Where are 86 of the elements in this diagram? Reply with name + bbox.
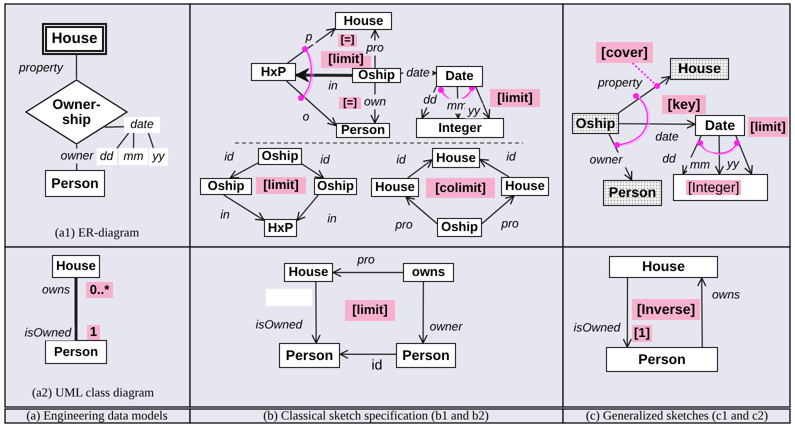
attribute-label: mm [119, 148, 148, 165]
entity-box: owns [403, 263, 454, 282]
entity-box: HxP [251, 63, 296, 81]
arrow [339, 350, 396, 359]
arrow [286, 80, 337, 126]
edge-label: property [594, 76, 646, 90]
entity-box: Oship [352, 68, 401, 83]
constraint-marker: [1] [632, 325, 652, 342]
arrow [475, 86, 490, 119]
caption: (c) Generalized sketches (c1 and c2) [586, 408, 768, 424]
entity-box: House [609, 256, 718, 278]
arrow [735, 136, 753, 175]
entity-box: Oship [314, 178, 357, 195]
entity-box: House [335, 12, 392, 30]
arrow [332, 268, 403, 278]
arrow [622, 278, 632, 348]
arrow [714, 136, 724, 175]
connector-line [632, 62, 655, 84]
entity-box: Person [606, 347, 718, 372]
arrow [230, 162, 258, 179]
arrow [296, 194, 319, 222]
constraint-marker: [limit] [490, 89, 540, 107]
arrow [682, 136, 702, 175]
constraint-marker: 1 [87, 325, 100, 340]
constraint-marker: [limit] [345, 300, 395, 321]
dotted-entity-box: House [670, 58, 729, 80]
entity-box: Date [695, 115, 745, 136]
entity-box: [Integer] [673, 174, 768, 201]
entity-box: House [501, 177, 549, 196]
constraint-marker: [cover] [596, 42, 653, 63]
arrow [479, 158, 510, 178]
entity-box: Oship [437, 218, 482, 237]
edge-label: yy [465, 104, 483, 118]
caption: (b) Classical sketch specification (b1 and b2) [263, 408, 489, 424]
attribute-label: date [124, 117, 160, 133]
arrow [405, 196, 438, 224]
entity-box: HxP [264, 219, 297, 237]
constraint-marker: [=] [339, 97, 361, 109]
entity-box: Person [279, 343, 340, 368]
role-label: isOwned [22, 326, 74, 340]
arrow [619, 120, 696, 129]
arrow [312, 282, 321, 344]
arrow [618, 76, 671, 114]
dotted-entity-box: Person [603, 180, 662, 206]
attribute-label: yy [149, 148, 168, 166]
connector-line [74, 278, 78, 340]
entity-box: Oship [258, 148, 302, 165]
caption: (a1) ER-diagram [54, 226, 140, 240]
arrow [302, 163, 324, 179]
arrow [407, 159, 433, 178]
relationship-diamond: Owner-ship [25, 79, 128, 145]
constraint-marker: [Inverse] [632, 299, 700, 320]
connector-line [116, 132, 130, 149]
constraint-marker: 0..* [86, 282, 113, 298]
arrow [482, 195, 515, 224]
connector-line [104, 126, 124, 128]
connector-line [132, 133, 134, 148]
connector-line [76, 55, 78, 80]
entity-box: Person [396, 343, 456, 368]
entity-box: Person [336, 123, 390, 138]
entity-box: House [284, 263, 333, 282]
caption: (a2) UML class diagram [32, 386, 154, 400]
caption: (a) Engineering data models [26, 408, 168, 424]
arrow [223, 194, 265, 221]
arrow [295, 68, 352, 82]
entity-box: House [52, 255, 100, 278]
arrow [287, 28, 336, 64]
connector-line [148, 132, 154, 148]
double-bordered-box: House [42, 23, 107, 55]
entity-box: Person [45, 170, 105, 197]
constraint-marker: [colimit] [426, 178, 495, 198]
entity-box: Oship [200, 178, 252, 195]
entity-box: Date [436, 66, 483, 87]
dotted-entity-box: Oship [572, 113, 619, 134]
constraint-marker: [key] [662, 95, 706, 114]
constraint-marker: [limit] [256, 177, 306, 194]
entity-box: House [432, 148, 480, 168]
arrow [697, 277, 706, 347]
constraint-marker: [limit] [748, 117, 788, 137]
edge-label: property [16, 60, 66, 76]
entity-box: House [371, 178, 419, 197]
arrow [418, 282, 428, 344]
entity-box: Person [45, 340, 107, 364]
attribute-label: dd [96, 148, 117, 165]
entity-box: Integer [416, 118, 504, 138]
constraint-marker: [=] [338, 34, 357, 47]
